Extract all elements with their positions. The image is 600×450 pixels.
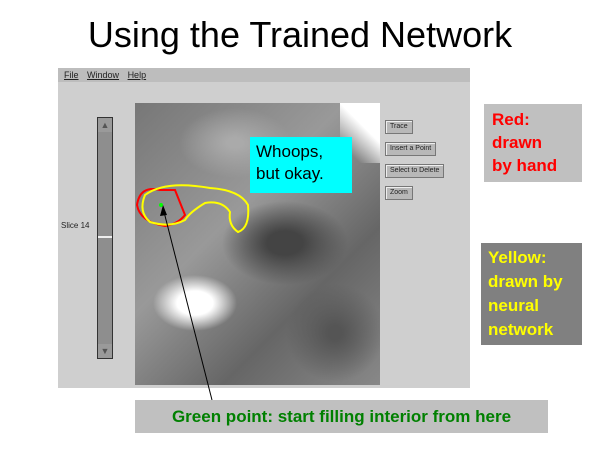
legend-yellow: Yellow: drawn by neural network [481,243,582,345]
legend-text: Yellow: [488,248,547,267]
slice-slider[interactable]: ▲ ▼ [97,117,113,359]
legend-text: neural [488,296,540,315]
legend-red: Red: drawn by hand [484,104,582,182]
trace-button[interactable]: Trace [385,120,413,134]
green-point-label: Green point: start filling interior from… [135,400,548,433]
zoom-button[interactable]: Zoom [385,186,413,200]
legend-text: network [488,320,554,339]
arrow-down-icon[interactable]: ▼ [98,344,112,358]
arrow-up-icon[interactable]: ▲ [98,118,112,132]
menu-file[interactable]: File [64,70,79,80]
menu-help[interactable]: Help [127,70,147,80]
callout-line: Whoops, [256,142,324,161]
slide-title: Using the Trained Network [87,14,513,55]
menu-bar: File Window Help [58,68,470,82]
seed-point [159,203,163,207]
network-contour [141,184,250,234]
legend-text: Red: [492,110,530,129]
callout-note: Whoops, but okay. [250,137,352,193]
menu-window[interactable]: Window [87,70,120,80]
insert-point-button[interactable]: Insert a Point [385,142,437,156]
legend-text: drawn by [488,272,563,291]
pointer-line [162,207,213,401]
legend-text: by hand [492,156,558,175]
callout-line: but okay. [256,164,324,183]
legend-text: drawn [492,133,543,152]
slider-thumb[interactable] [98,236,112,238]
slice-label: Slice 14 [61,221,90,230]
select-delete-button[interactable]: Select to Delete [385,164,445,178]
arrowhead-icon [160,205,167,216]
